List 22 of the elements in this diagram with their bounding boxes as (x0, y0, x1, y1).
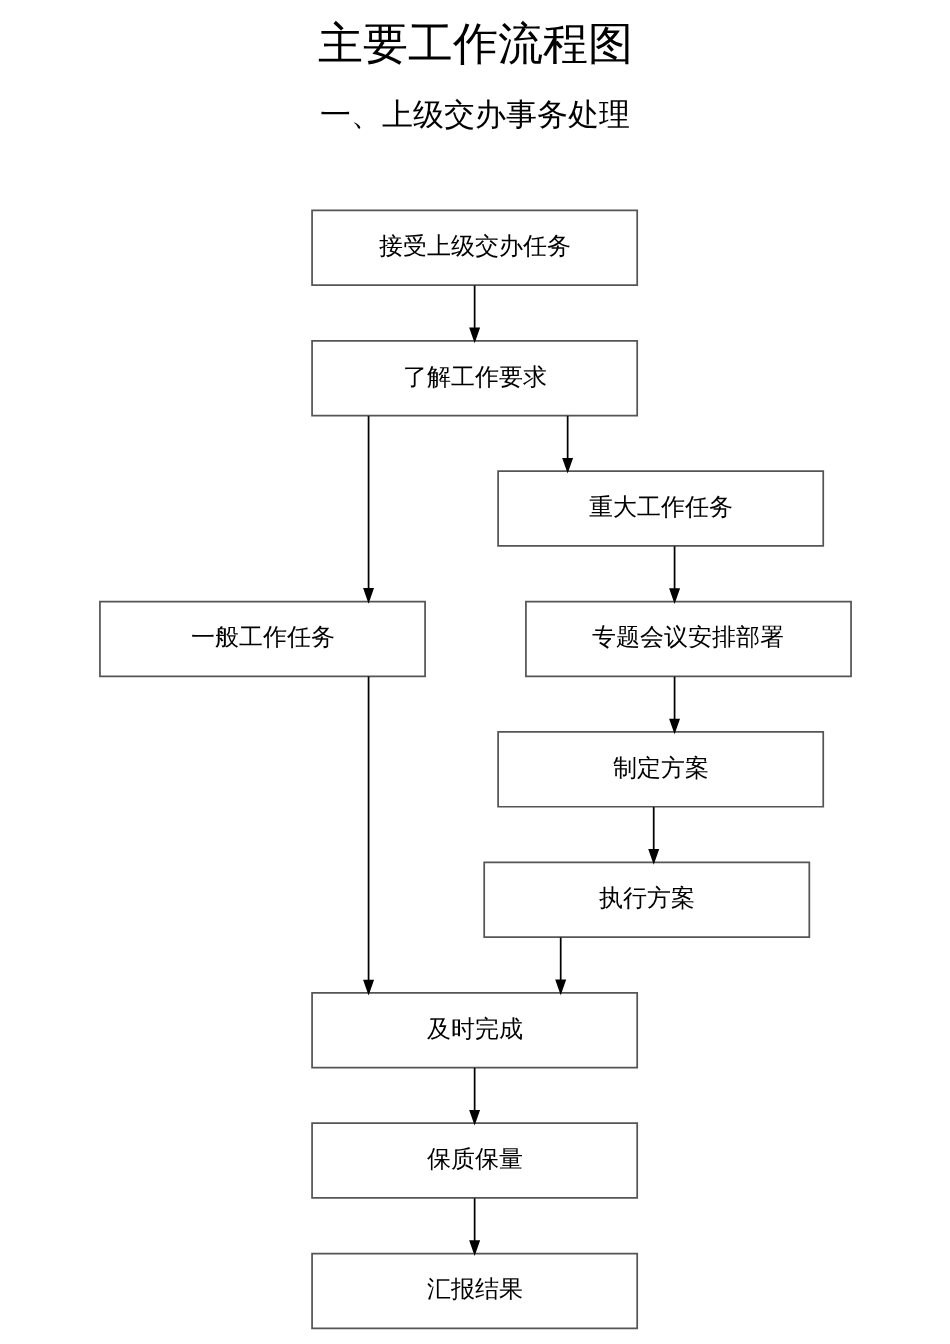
arrow (668, 675, 680, 735)
arrow (362, 675, 374, 996)
diagram-title: 主要工作流程图 (317, 16, 633, 70)
node-box: 了解工作要求 (310, 339, 638, 417)
arrow (554, 936, 566, 996)
label: 一、上级交办事务处理 (319, 96, 630, 133)
arrow (668, 545, 680, 604)
arrow (468, 1067, 480, 1126)
node-box: 执行方案 (482, 861, 810, 938)
arrow (468, 1197, 480, 1256)
arrow (647, 806, 659, 865)
node-box: 汇报结果 (310, 1252, 638, 1330)
node-box: 及时完成 (310, 991, 638, 1069)
arrow (468, 284, 480, 344)
node-box: 接受上级交办任务 (310, 209, 638, 286)
arrow (362, 415, 374, 604)
node-box: 一般工作任务 (98, 600, 426, 678)
node-box: 制定方案 (496, 731, 824, 808)
node-box: 重大工作任务 (496, 470, 824, 547)
node-box: 保质保量 (310, 1122, 638, 1199)
arrow (561, 415, 573, 474)
node-box: 专题会议安排部署 (524, 600, 852, 678)
